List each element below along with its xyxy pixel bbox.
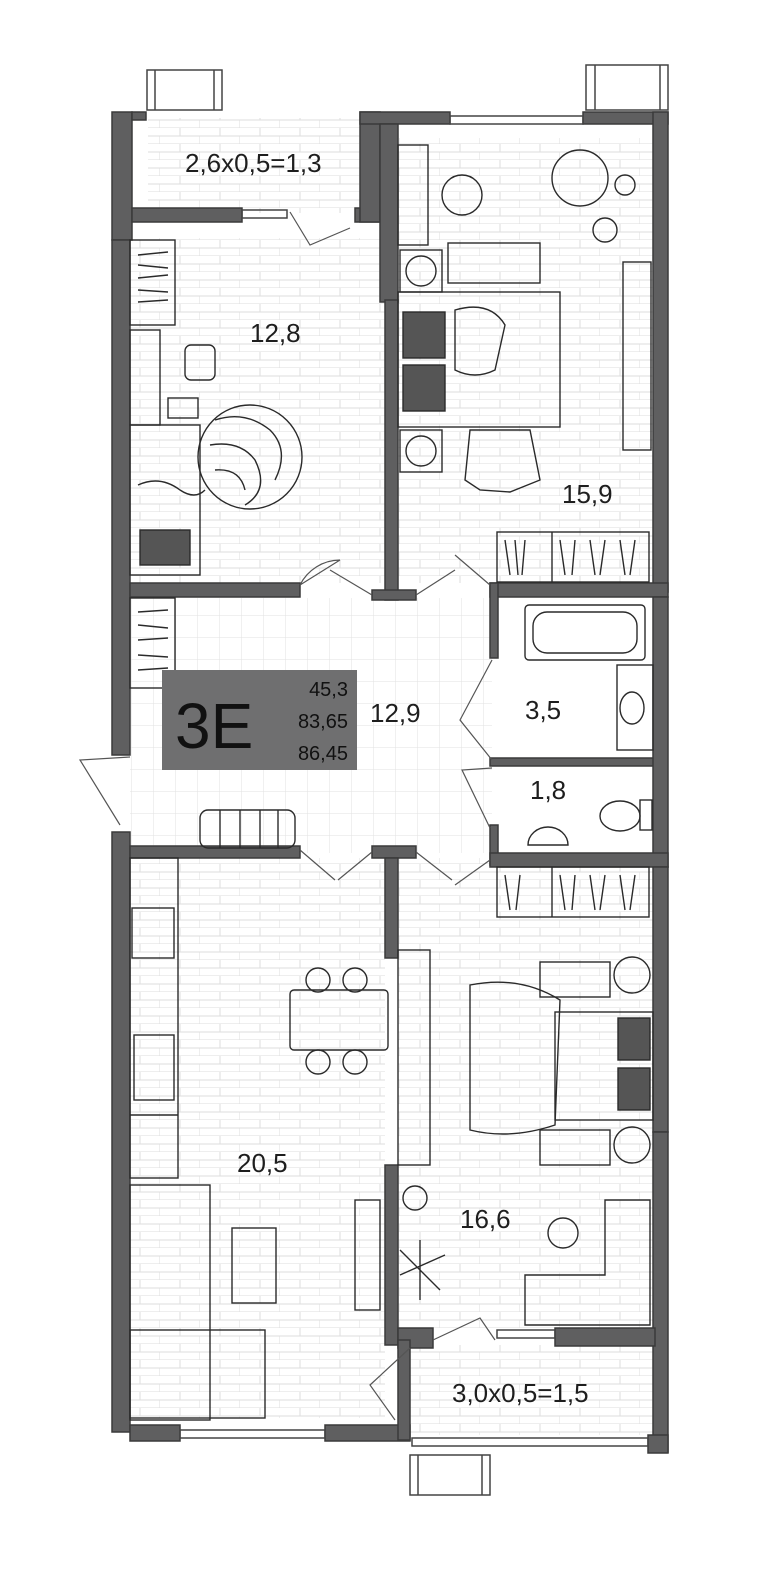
furniture-hall [129, 597, 296, 849]
room-label-bath: 3,5 [525, 695, 561, 725]
area-with-balconies: 86,45 [298, 743, 348, 765]
furniture-kitchen-living [129, 857, 389, 1421]
area-total: 83,65 [298, 711, 348, 733]
windows [146, 64, 669, 1496]
walls [111, 111, 669, 1454]
room-label-balcony-bottom: 3,0x0,5=1,5 [452, 1378, 589, 1408]
apartment-code: 3E [175, 690, 253, 762]
furniture-room-12-8 [129, 239, 303, 576]
furniture-bedroom-16-6 [397, 866, 654, 1326]
room-label-hall: 12,9 [370, 698, 421, 728]
area-living: 45,3 [309, 679, 348, 701]
room-label-kitchen-living: 20,5 [237, 1148, 288, 1178]
room-label-bedroom-16-6: 16,6 [460, 1204, 511, 1234]
room-labels: 2,6x0,5=1,3 12,8 15,9 12,9 3,5 1,8 20,5 … [185, 148, 613, 1408]
room-label-wc: 1,8 [530, 775, 566, 805]
furniture-bathroom [524, 604, 654, 846]
badge-background [162, 670, 357, 770]
apartment-badge: 3E 45,3 83,65 86,45 [162, 670, 357, 770]
room-label-balcony-top: 2,6x0,5=1,3 [185, 148, 322, 178]
doors [78, 211, 496, 1421]
floor-finishes [130, 118, 655, 1435]
furniture-bedroom-15-9 [397, 144, 652, 583]
room-label-room-12-8: 12,8 [250, 318, 301, 348]
room-label-bedroom-15-9: 15,9 [562, 479, 613, 509]
